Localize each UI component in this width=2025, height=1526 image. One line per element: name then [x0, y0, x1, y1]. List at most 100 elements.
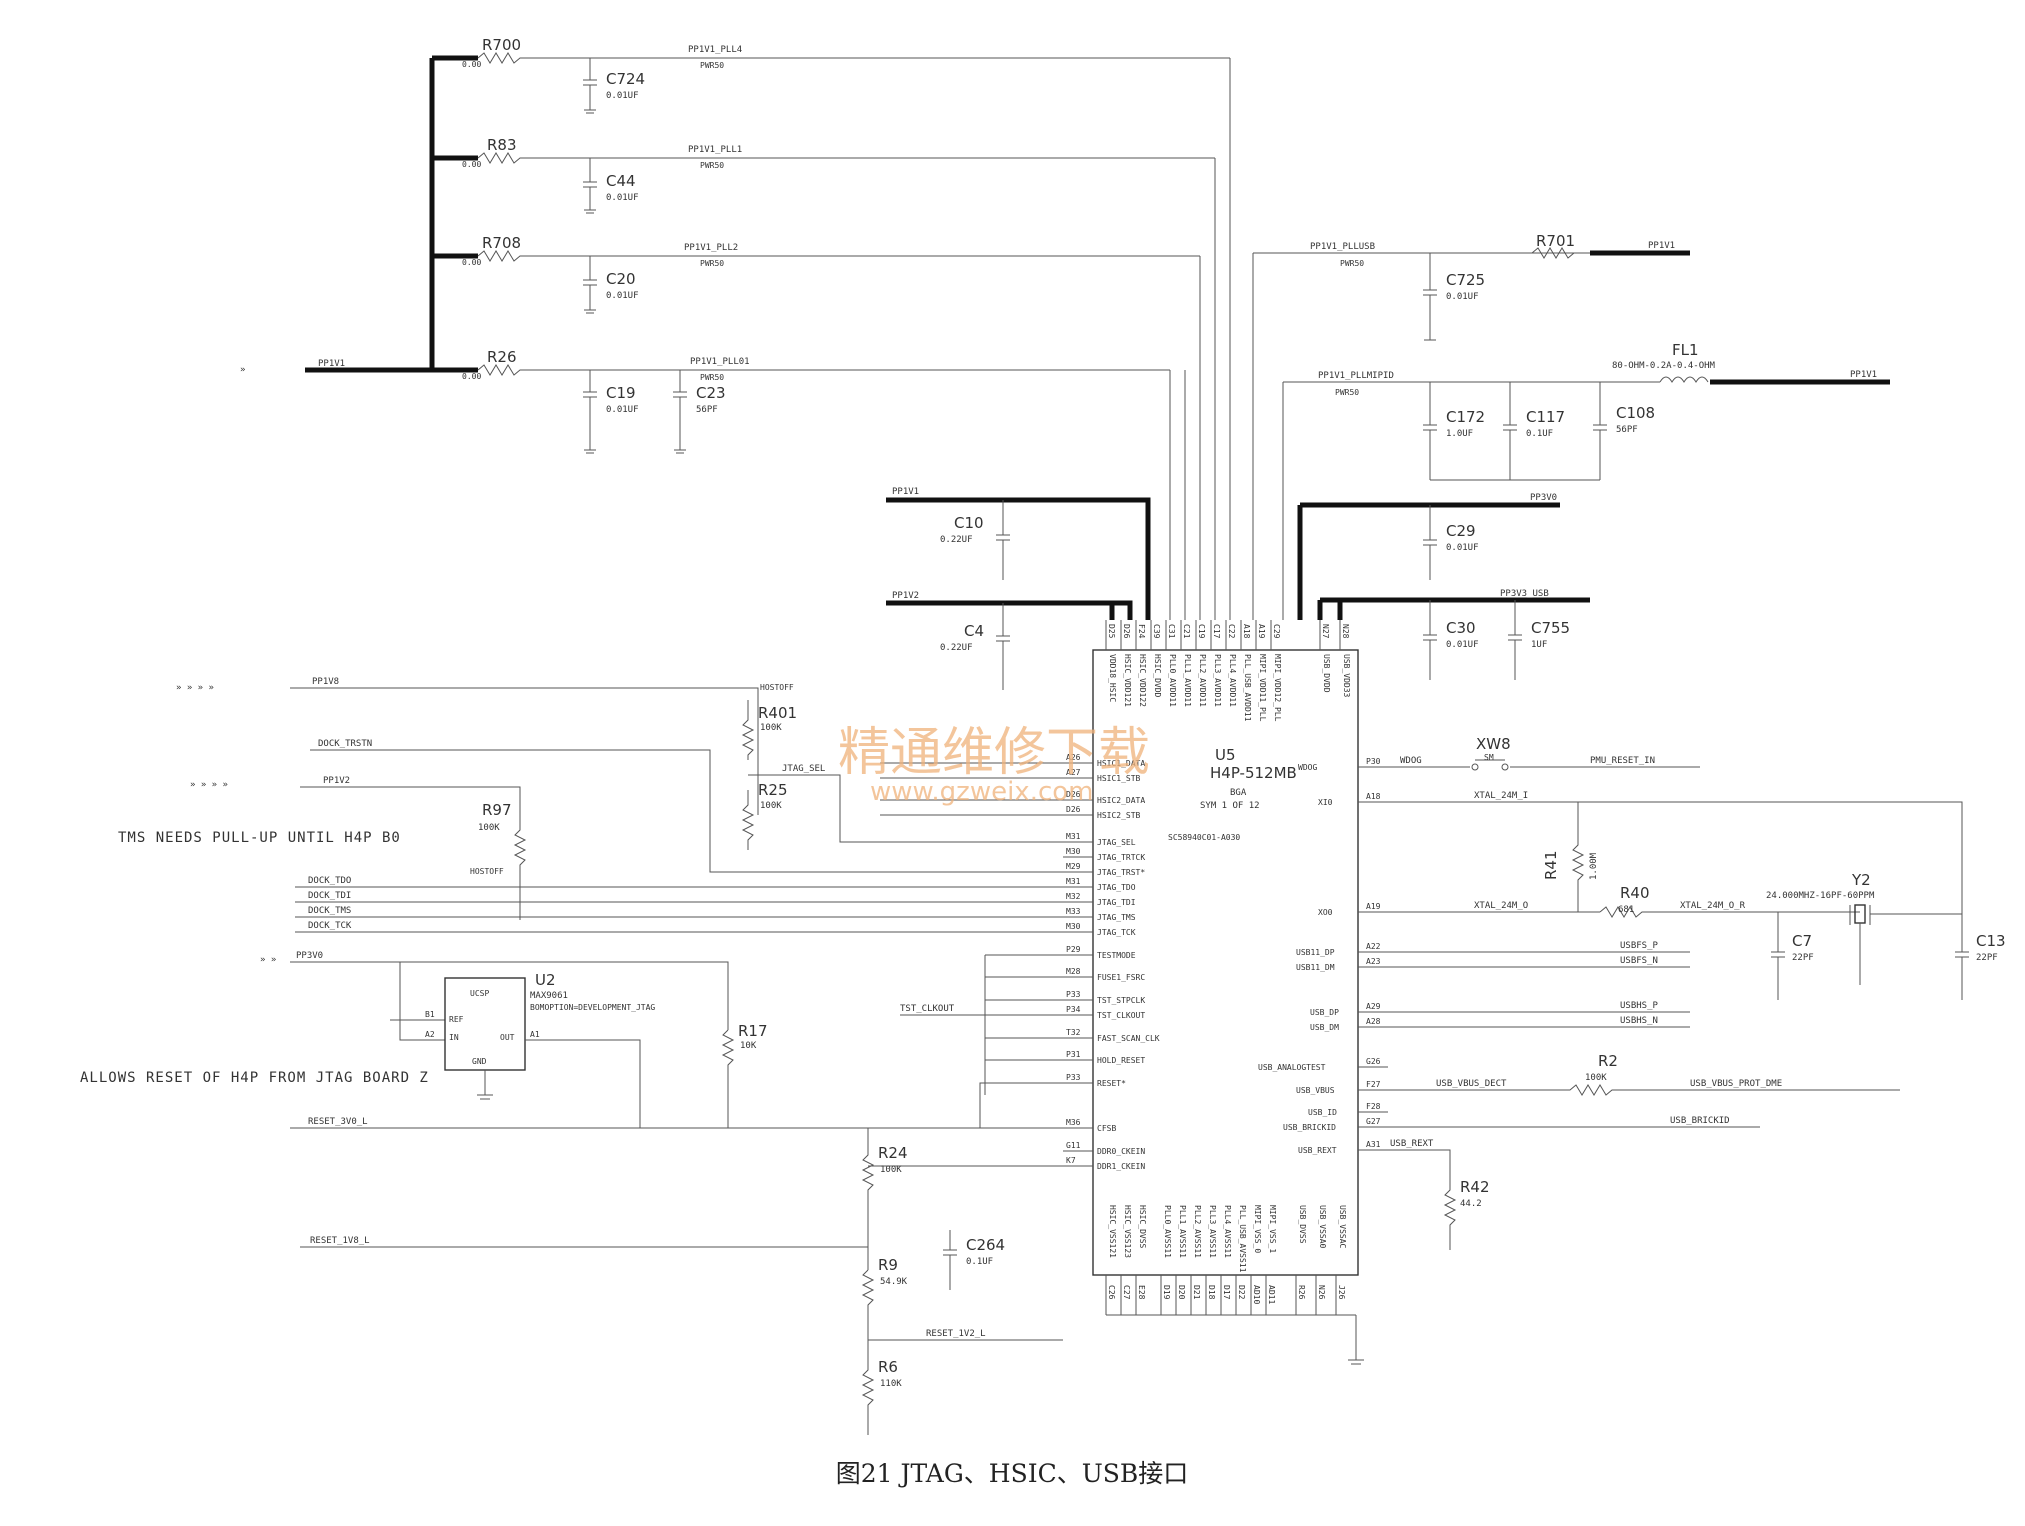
c29-ref: C29 [1446, 522, 1476, 540]
net-wdog: WDOG [1400, 756, 1422, 766]
svg-text:HSIC1_DATA: HSIC1_DATA [1097, 759, 1145, 768]
note-tms: TMS NEEDS PULL-UP UNTIL H4P B0 [118, 830, 401, 846]
svg-text:M31: M31 [1066, 832, 1081, 841]
svg-text:MIPI_VDD12_PLL: MIPI_VDD12_PLL [1273, 654, 1282, 722]
c108-value: 56PF [1616, 425, 1638, 435]
c264-ref: C264 [966, 1236, 1005, 1254]
svg-text:C39: C39 [1152, 624, 1161, 639]
c4-ref: C4 [964, 622, 984, 640]
note-reset: ALLOWS RESET OF H4P FROM JTAG BOARD Z [80, 1070, 429, 1086]
svg-text:XI0: XI0 [1318, 798, 1333, 807]
net-pp1v1-fl: PP1V1 [1850, 370, 1877, 380]
net-pll4: PP1V1_PLL4 [688, 45, 742, 55]
svg-text:USB11_DM: USB11_DM [1296, 963, 1335, 972]
svg-text:C22: C22 [1227, 624, 1236, 639]
svg-text:F27: F27 [1366, 1080, 1381, 1089]
svg-text:PLL4_AVDD11: PLL4_AVDD11 [1228, 654, 1237, 707]
r25-value: 100K [760, 801, 782, 811]
cap-c13: C13 22PF [1955, 932, 2006, 1000]
svg-text:D22: D22 [1237, 1285, 1246, 1300]
net-usbhs-n: USBHS_N [1620, 1016, 1658, 1026]
fl1-value: 80-OHM-0.2A-0.4-OHM [1612, 361, 1716, 371]
net-pp1v1-r: PP1V1 [1648, 241, 1675, 251]
svg-text:M32: M32 [1066, 892, 1081, 901]
u5-pkg: BGA [1230, 788, 1247, 798]
jtag-left: » » » » PP1V8 HOSTOFF R401 100K DOCK_TRS… [80, 677, 1093, 1435]
net-pp1v2-left: PP1V2 [323, 776, 350, 786]
svg-text:A28: A28 [1366, 1017, 1381, 1026]
net-reset-3v0: RESET_3V0_L [308, 1117, 368, 1127]
c30-value: 0.01UF [1446, 640, 1479, 650]
svg-text:D25: D25 [1107, 624, 1116, 639]
net-pp3v0-top: PP3V0 [1530, 493, 1557, 503]
svg-text:HOLD_RESET: HOLD_RESET [1097, 1056, 1145, 1065]
cap-c7: C7 22PF [1771, 912, 1814, 1000]
r83-ref: R83 [487, 136, 517, 154]
r83-value: 0.00 [462, 160, 481, 169]
r700-value: 0.00 [462, 60, 481, 69]
svg-text:M36: M36 [1066, 1118, 1081, 1127]
r700-ref: R700 [482, 36, 521, 54]
svg-text:A18: A18 [1242, 624, 1251, 639]
net-pllusb: PP1V1_PLLUSB [1310, 242, 1375, 252]
usb-lines: USBFS_P USBFS_N USBHS_P USBHS_N USB_VBUS… [1388, 941, 1900, 1250]
svg-text:XO0: XO0 [1318, 908, 1333, 917]
svg-text:PLL2_AVDD11: PLL2_AVDD11 [1198, 654, 1207, 707]
svg-text:HSIC2_DATA: HSIC2_DATA [1097, 796, 1145, 805]
svg-text:N28: N28 [1341, 624, 1350, 639]
svg-text:C17: C17 [1212, 624, 1221, 639]
r24-ref: R24 [878, 1144, 908, 1162]
svg-text:AD10: AD10 [1252, 1285, 1261, 1304]
u2-pin-gnd: GND [472, 1057, 487, 1066]
r97-ref: R97 [482, 801, 512, 819]
svg-text:D17: D17 [1222, 1285, 1231, 1300]
r17-value: 10K [740, 1041, 757, 1051]
c117-value: 0.1UF [1526, 429, 1553, 439]
pp3v0-arrows: » » [260, 955, 276, 965]
svg-text:D19: D19 [1162, 1285, 1171, 1300]
c172-value: 1.0UF [1446, 429, 1473, 439]
svg-text:JTAG_TRST*: JTAG_TRST* [1097, 868, 1145, 877]
svg-text:TST_STPCLK: TST_STPCLK [1097, 996, 1145, 1005]
svg-text:PLL4_AVSS11: PLL4_AVSS11 [1223, 1205, 1232, 1258]
net-usb-rext: USB_REXT [1390, 1139, 1434, 1149]
svg-text:P33: P33 [1066, 1073, 1081, 1082]
cap-c724: C724 0.01UF [583, 58, 645, 114]
svg-text:C19: C19 [1197, 624, 1206, 639]
net-pwr-2: PWR50 [700, 161, 724, 170]
net-tst-clkout: TST_CLKOUT [900, 1004, 955, 1014]
net-pll1: PP1V1_PLL1 [688, 145, 742, 155]
c44-ref: C44 [606, 172, 636, 190]
c755-ref: C755 [1531, 619, 1570, 637]
svg-text:R26: R26 [1297, 1285, 1306, 1300]
u2-part: MAX9061 [530, 991, 568, 1001]
fl1-ref: FL1 [1672, 341, 1699, 359]
svg-text:TESTMODE: TESTMODE [1097, 951, 1136, 960]
cap-c755: C755 1UF [1508, 600, 1570, 680]
c19-ref: C19 [606, 384, 636, 402]
svg-text:HSIC_DVSS: HSIC_DVSS [1138, 1205, 1147, 1249]
net-pp1v1-label: PP1V1 [318, 359, 345, 369]
net-hostoff-2: HOSTOFF [470, 867, 504, 876]
c117-ref: C117 [1526, 408, 1565, 426]
svg-text:M30: M30 [1066, 847, 1081, 856]
net-pwr-1: PWR50 [700, 61, 724, 70]
net-dock-tms: DOCK_TMS [308, 906, 351, 916]
svg-text:P34: P34 [1066, 1005, 1081, 1014]
net-reset-1v8: RESET_1V8_L [310, 1236, 370, 1246]
svg-text:D26: D26 [1066, 805, 1081, 814]
r6-value: 110K [880, 1379, 902, 1389]
watermark-cn: 精通维修下载 [838, 723, 1150, 783]
svg-text:D18: D18 [1207, 1285, 1216, 1300]
svg-text:USB_DVDD: USB_DVDD [1322, 654, 1331, 693]
c264-value: 0.1UF [966, 1257, 993, 1267]
cap-c30: C30 0.01UF [1423, 600, 1479, 680]
net-pp1v2: PP1V2 [892, 591, 919, 601]
r97-value: 100K [478, 823, 500, 833]
cap-c117: C117 0.1UF [1503, 382, 1565, 480]
svg-text:E28: E28 [1137, 1285, 1146, 1300]
svg-text:G11: G11 [1066, 1141, 1081, 1150]
cap-c172: C172 1.0UF [1423, 382, 1485, 480]
